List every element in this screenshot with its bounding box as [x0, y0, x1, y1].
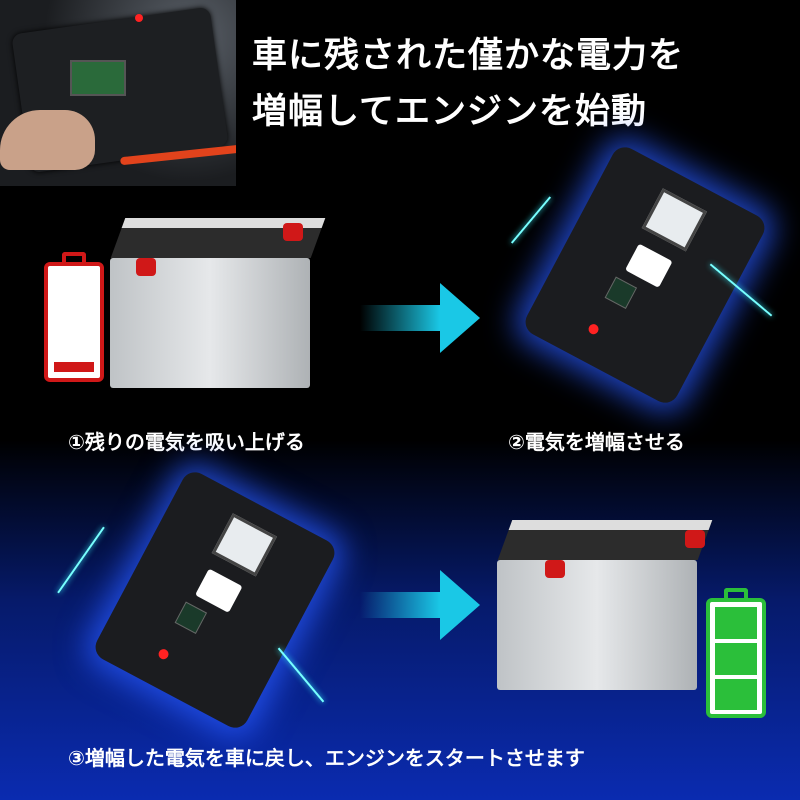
lightning-icon [277, 647, 325, 703]
arrow-right-icon [360, 283, 480, 353]
jump-starter-device-boosting [90, 467, 340, 733]
arrow-right-icon [360, 570, 480, 640]
step2-caption: ②電気を増幅させる [508, 430, 685, 454]
car-battery-drained [110, 218, 326, 388]
car-battery-recharged [497, 520, 713, 690]
device-in-car-photo [0, 0, 236, 186]
headline: 車に残された僅かな電力を 増幅してエンジンを始動 [252, 28, 684, 140]
battery-full-icon [706, 588, 766, 718]
step1-caption: ①残りの電気を吸い上げる [68, 430, 305, 454]
battery-low-icon [44, 252, 104, 382]
headline-line2: 増幅してエンジンを始動 [252, 92, 647, 132]
headline-line1: 車に残された僅かな電力を [252, 36, 685, 76]
lightning-icon [57, 526, 105, 594]
lightning-icon [510, 196, 552, 244]
jump-starter-device-charging [520, 142, 770, 408]
step3-caption: ③増幅した電気を車に戻し、エンジンをスタートさせます [68, 746, 585, 770]
